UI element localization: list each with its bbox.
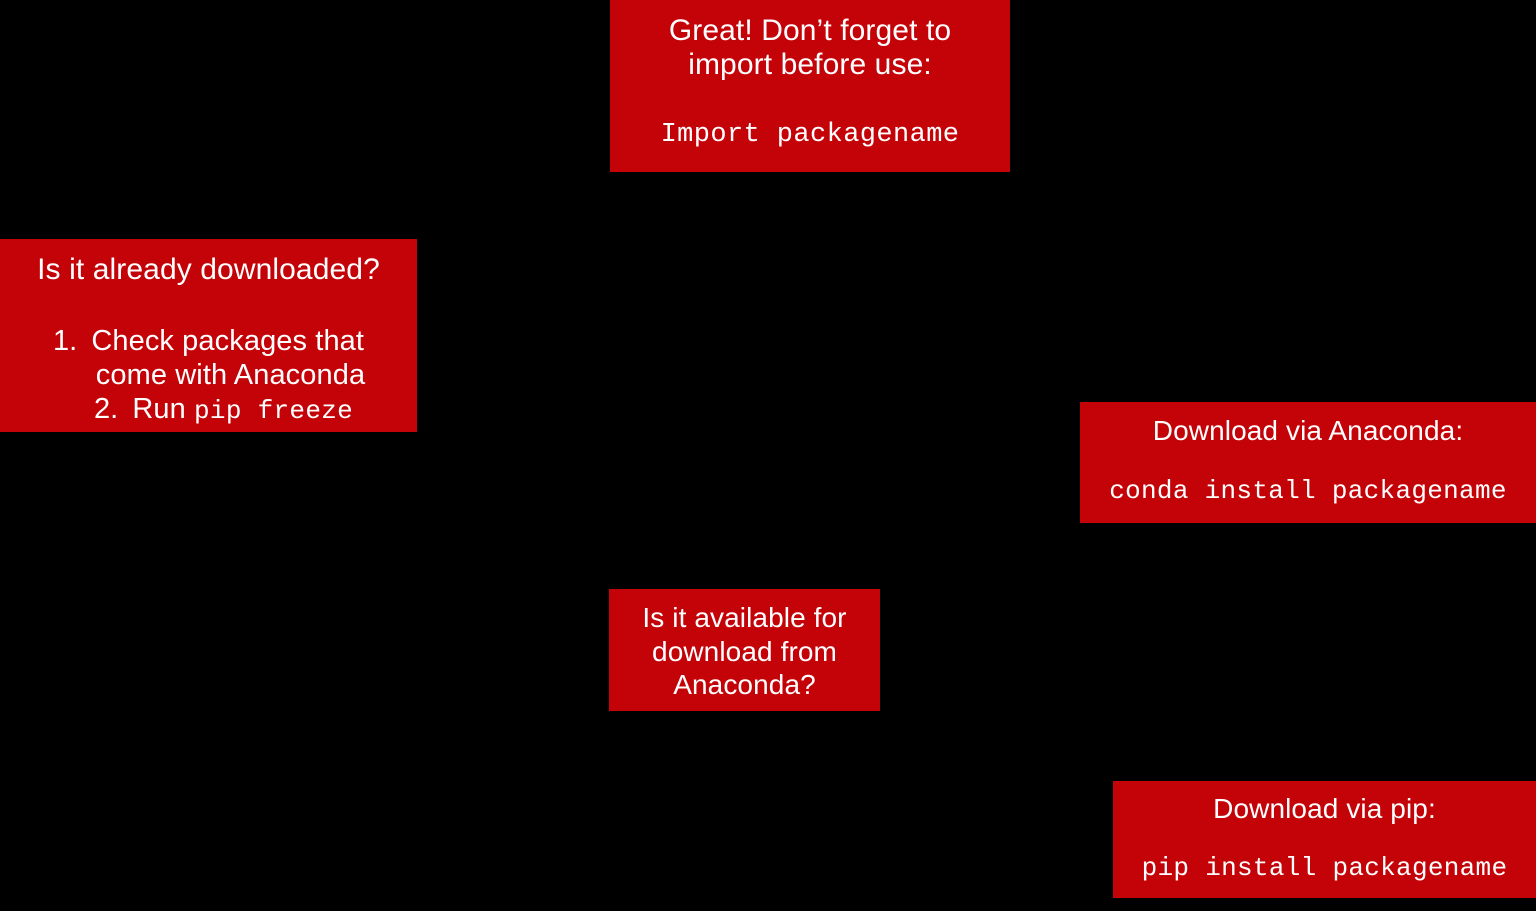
available-title-line2: download from <box>652 635 837 667</box>
download-anaconda-title: Download via Anaconda: <box>1152 415 1464 446</box>
list-item-2-number: 2. <box>93 393 119 426</box>
list-item-2-text: Run <box>132 393 186 426</box>
list-item-1-line1: 1. Check packages that <box>14 325 403 359</box>
list-item-2-code: pip freeze <box>194 396 354 427</box>
import-reminder-code: Import packagename <box>660 119 960 150</box>
already-downloaded-title: Is it already downloaded? <box>37 253 380 286</box>
download-anaconda-code: conda install packagename <box>1109 476 1507 507</box>
list-item-2: 2. Run pip freeze <box>14 393 403 427</box>
node-import-reminder[interactable]: Great! Don’t forget to import before use… <box>610 0 1010 172</box>
download-pip-title: Download via pip: <box>1213 793 1436 824</box>
available-from-anaconda-title: Is it available for download from Anacon… <box>619 601 870 702</box>
list-item-1-text-line1: Check packages that <box>91 325 365 358</box>
already-downloaded-list: 1. Check packages that come with Anaconda… <box>14 325 403 427</box>
available-title-line1: Is it available for <box>642 602 847 633</box>
import-reminder-title-line2: import before use: <box>688 47 932 81</box>
node-available-from-anaconda[interactable]: Is it available for download from Anacon… <box>609 589 880 711</box>
node-already-downloaded[interactable]: Is it already downloaded? 1. Check packag… <box>0 239 417 432</box>
import-reminder-title-line1: Great! Don’t forget to <box>668 14 952 47</box>
list-item-1-number: 1. <box>52 325 78 358</box>
download-pip-code: pip install packagename <box>1141 853 1508 884</box>
node-download-anaconda[interactable]: Download via Anaconda: conda install pac… <box>1080 402 1536 523</box>
import-reminder-title: Great! Don’t forget to import before use… <box>626 14 994 82</box>
list-item-1-line2: come with Anaconda <box>95 359 366 392</box>
node-download-pip[interactable]: Download via pip: pip install packagenam… <box>1113 781 1536 898</box>
available-title-line3: Anaconda? <box>673 669 816 701</box>
